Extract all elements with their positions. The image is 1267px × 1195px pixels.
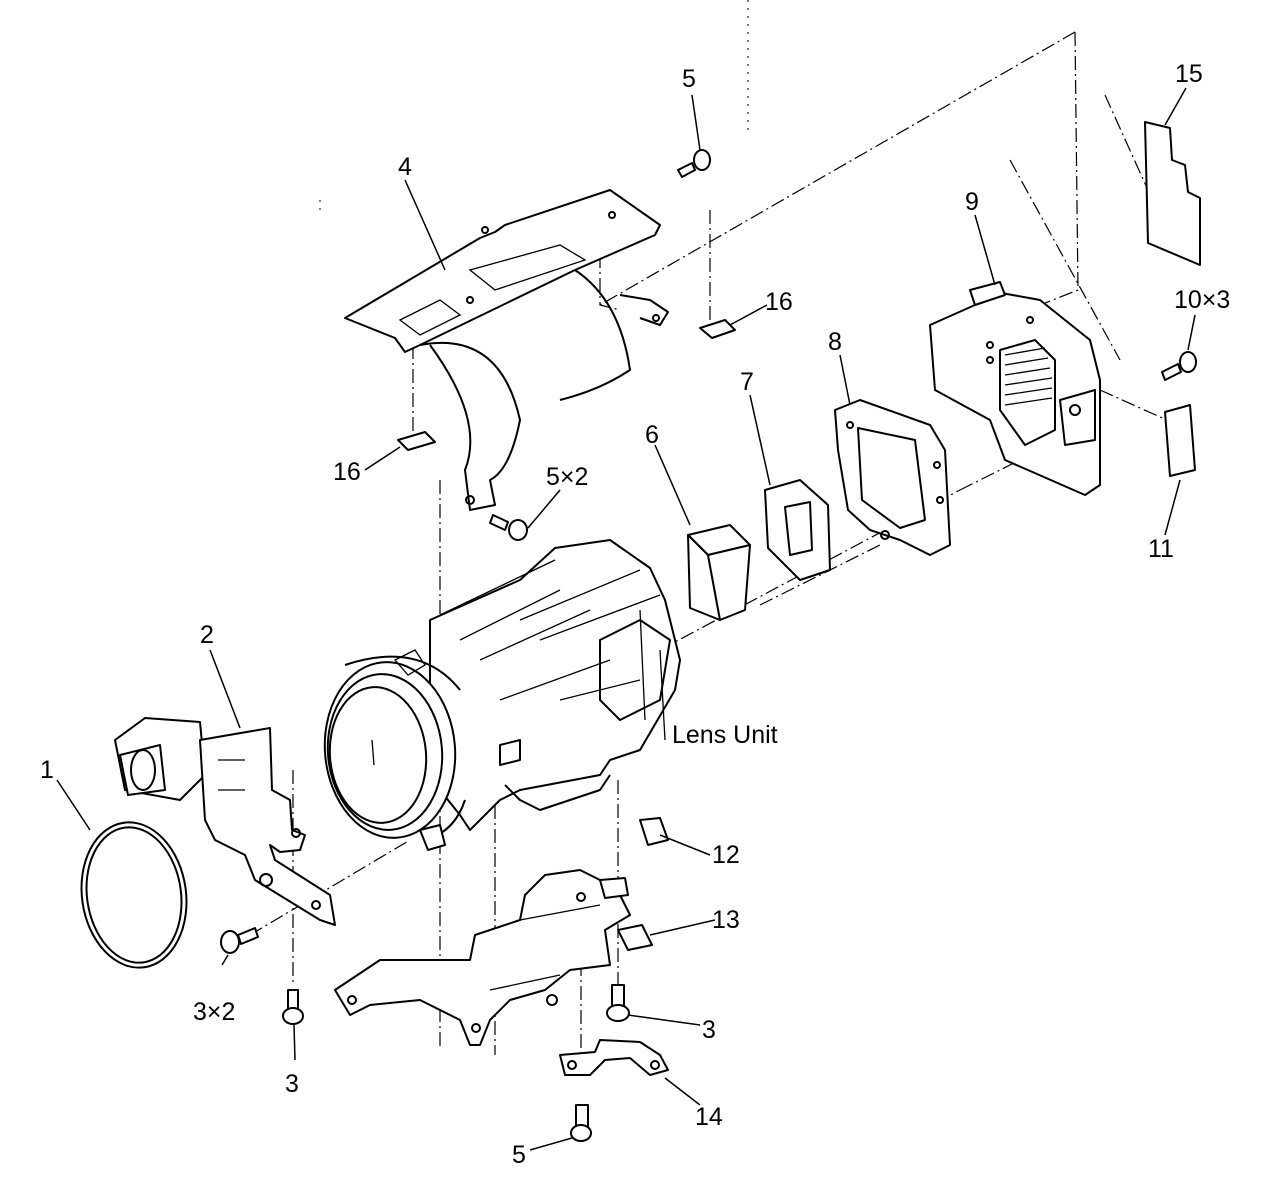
callout-15: 15	[1175, 60, 1203, 88]
part-14-clip	[559, 1039, 669, 1076]
screws	[220, 149, 1197, 1142]
leader-lines	[56, 87, 1196, 1151]
callouts: 1 2 3×2 3 3 4 5 5×2 5 6 7 8 9 10×3 11 12…	[40, 60, 1230, 1169]
callout-4: 4	[398, 153, 412, 181]
callout-5x2: 5×2	[546, 463, 588, 491]
callout-6: 6	[645, 421, 659, 449]
callout-7: 7	[740, 368, 754, 396]
lens-unit-label: Lens Unit	[672, 721, 778, 749]
callout-9: 9	[965, 188, 979, 216]
part-1-o-ring	[80, 821, 188, 969]
part-12-13-spacers	[617, 817, 669, 951]
part-15-sheet	[1144, 121, 1201, 266]
callout-14: 14	[695, 1103, 723, 1131]
part-11-pad	[1164, 404, 1196, 477]
callout-3x2: 3×2	[193, 998, 235, 1026]
part-16-tapes	[397, 319, 736, 451]
callout-16-left: 16	[333, 458, 361, 486]
part-8-frame	[834, 399, 951, 556]
callout-3-left: 3	[285, 1070, 299, 1098]
callout-2: 2	[200, 621, 214, 649]
callout-5-top: 5	[682, 65, 696, 93]
callout-10x3: 10×3	[1174, 286, 1230, 314]
lens-unit-body	[323, 539, 681, 851]
callout-5-bottom: 5	[512, 1141, 526, 1169]
part-7-seal	[764, 479, 831, 581]
callout-12: 12	[712, 841, 740, 869]
part-6-filter-block	[687, 524, 751, 621]
callout-13: 13	[712, 906, 740, 934]
callout-3-right: 3	[702, 1016, 716, 1044]
part-2-bracket	[114, 717, 336, 926]
callout-8: 8	[828, 328, 842, 356]
callout-1: 1	[40, 756, 54, 784]
callout-11: 11	[1148, 535, 1174, 563]
bottom-bracket	[334, 869, 631, 1046]
callout-16-right: 16	[765, 288, 793, 316]
part-4-cover	[344, 189, 669, 511]
part-9-ccd-board	[929, 281, 1101, 496]
